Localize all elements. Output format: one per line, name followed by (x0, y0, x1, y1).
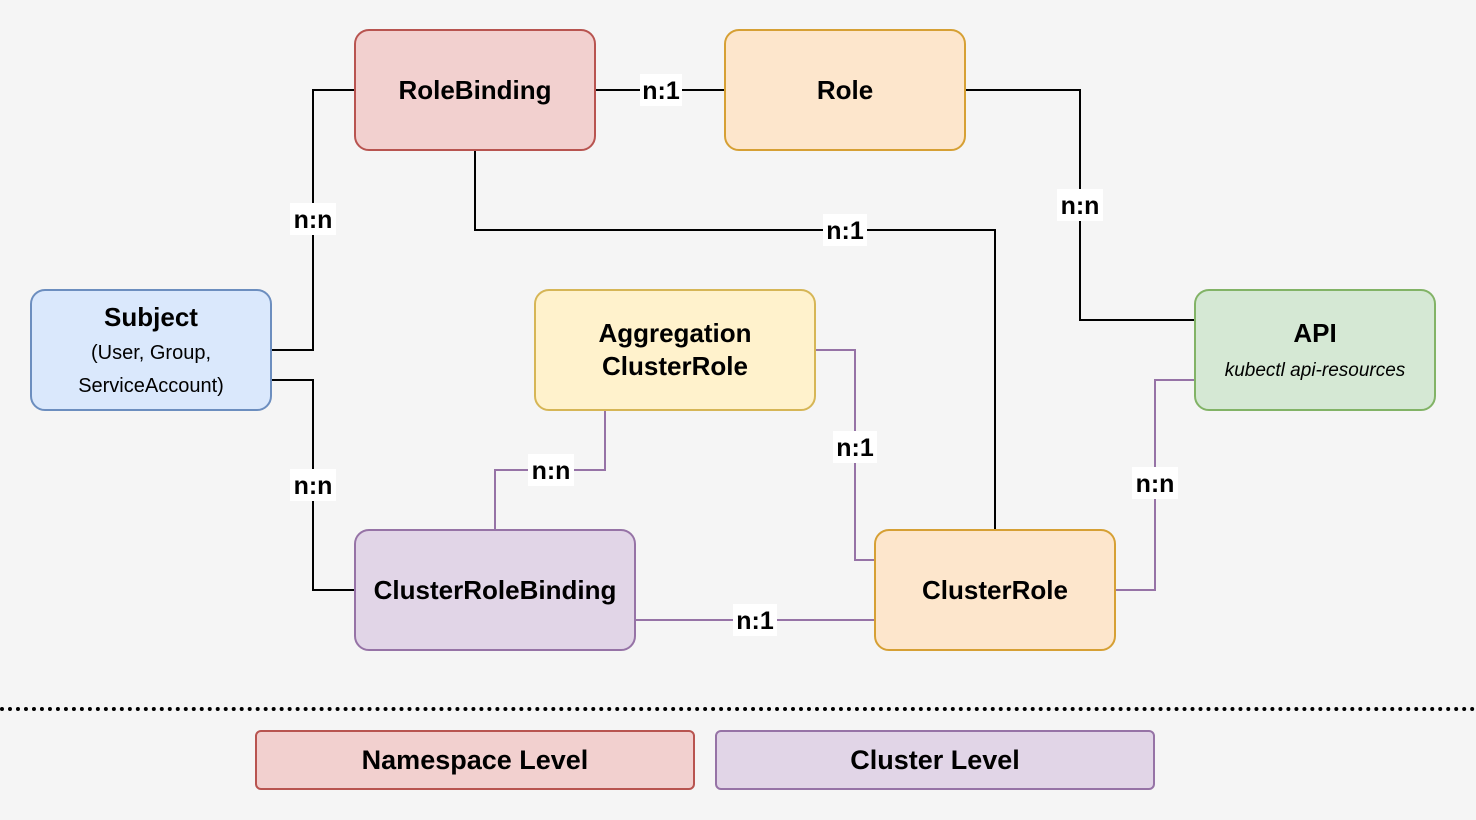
edge-label-rolebinding-role: n:1 (640, 74, 682, 106)
svg-text:n:1: n:1 (826, 217, 864, 245)
svg-text:Aggregation: Aggregation (598, 318, 751, 348)
node-rolebinding: RoleBinding (354, 29, 596, 151)
svg-text:ClusterRole: ClusterRole (602, 351, 748, 381)
svg-text:n:n: n:n (532, 457, 571, 485)
edge-label-subject-clusterrolebinding: n:n (290, 469, 336, 501)
svg-text:n:n: n:n (1061, 192, 1100, 220)
svg-text:n:n: n:n (294, 206, 333, 234)
svg-text:ClusterRoleBinding: ClusterRoleBinding (374, 575, 617, 605)
node-role: Role (724, 29, 966, 151)
edge-label-clusterrolebinding-clusterrole: n:1 (733, 604, 777, 636)
svg-text:Subject: Subject (104, 302, 198, 332)
svg-text:n:1: n:1 (736, 607, 774, 635)
edge-rolebinding-clusterrole (474, 150, 996, 530)
node-subject: Subject (User, Group, ServiceAccount) (30, 289, 272, 411)
svg-text:(User, Group,: (User, Group, (91, 342, 211, 364)
svg-text:ServiceAccount): ServiceAccount) (78, 375, 224, 397)
edge-label-aggregation-clusterrole: n:1 (833, 431, 877, 463)
node-api: API kubectl api-resources (1194, 289, 1436, 411)
svg-text:n:1: n:1 (836, 434, 874, 462)
svg-text:API: API (1293, 318, 1336, 348)
edge-label-clusterrole-api: n:n (1132, 467, 1178, 499)
edge-label-role-api: n:n (1057, 189, 1103, 221)
svg-text:kubectl api-resources: kubectl api-resources (1225, 360, 1406, 381)
edge-label-aggregation-clusterrolebinding: n:n (528, 454, 574, 486)
svg-text:RoleBinding: RoleBinding (398, 75, 551, 105)
legend-namespace-label: Namespace Level (361, 744, 589, 775)
node-aggregation-clusterrole: Aggregation ClusterRole (534, 289, 816, 411)
legend-cluster-level: Cluster Level (715, 730, 1155, 790)
node-clusterrolebinding: ClusterRoleBinding (354, 529, 636, 651)
edge-label-subject-rolebinding: n:n (290, 203, 336, 235)
svg-text:Role: Role (817, 75, 873, 105)
node-clusterrole: ClusterRole (874, 529, 1116, 651)
edge-label-rolebinding-clusterrole: n:1 (823, 214, 867, 246)
svg-text:n:1: n:1 (642, 77, 680, 105)
svg-text:n:n: n:n (294, 472, 333, 500)
legend-separator (0, 707, 1476, 711)
svg-text:n:n: n:n (1136, 470, 1175, 498)
legend-cluster-label: Cluster Level (850, 744, 1020, 775)
svg-text:ClusterRole: ClusterRole (922, 575, 1068, 605)
legend-namespace-level: Namespace Level (255, 730, 695, 790)
